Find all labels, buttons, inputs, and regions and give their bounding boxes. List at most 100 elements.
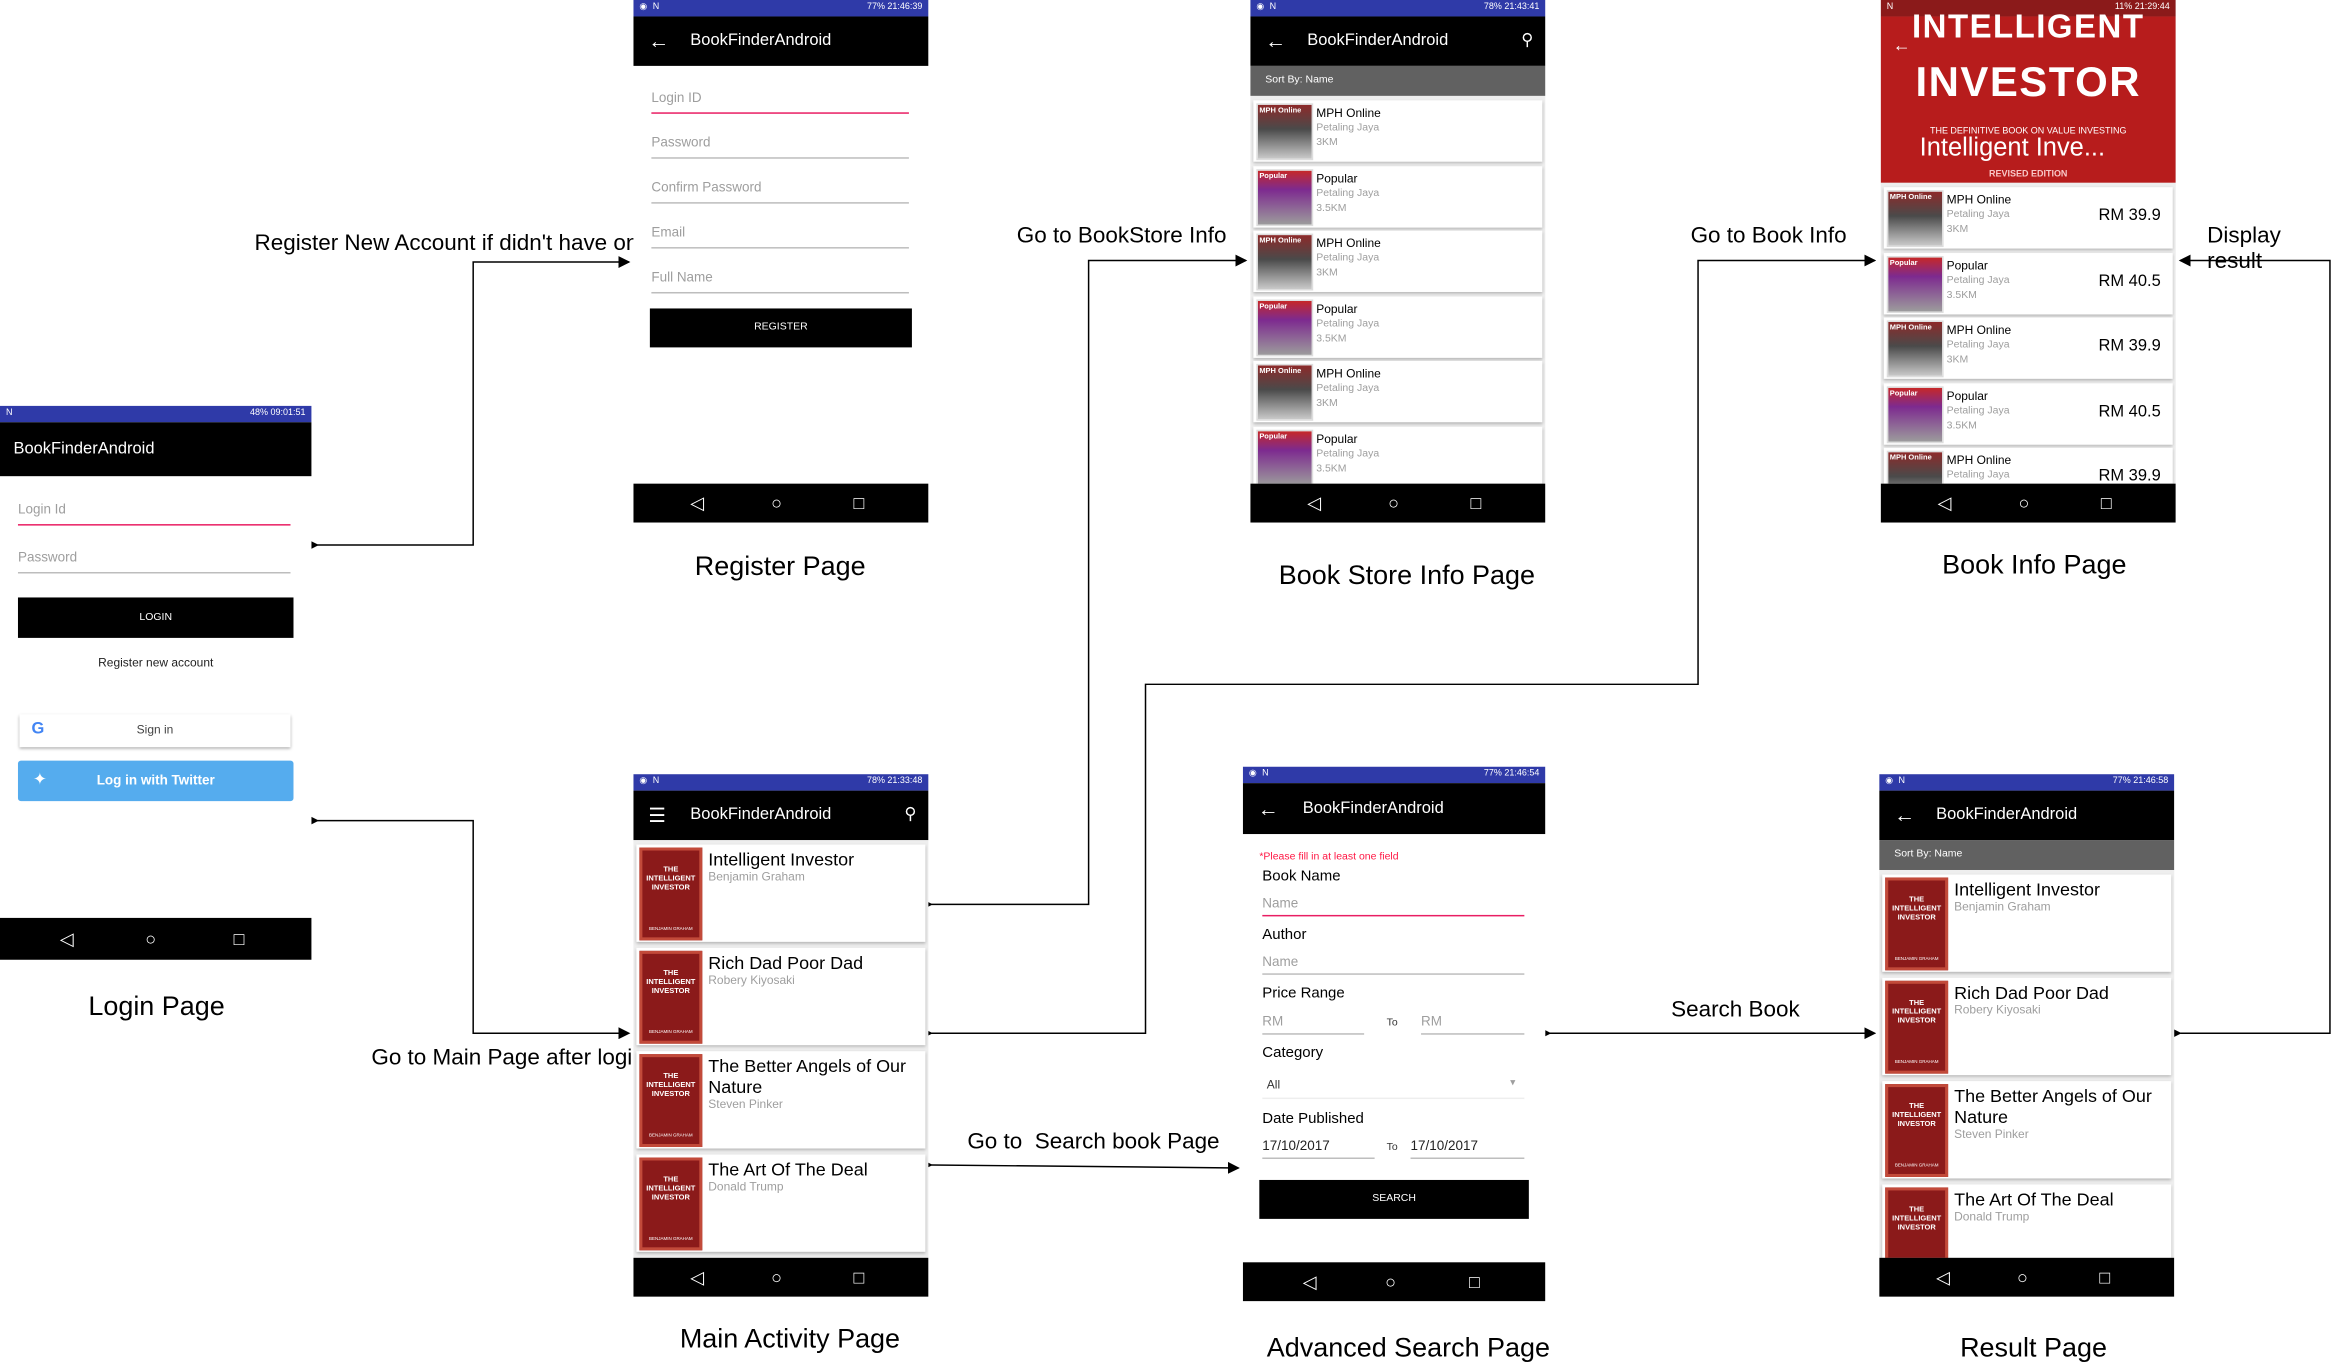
nav-recent-icon[interactable]: □ (853, 1266, 865, 1288)
twitter-login-button[interactable]: ✦ Log in with Twitter (17, 760, 294, 802)
nav-recent-icon[interactable]: □ (2099, 1266, 2111, 1288)
search-icon[interactable]: ⚲ (1521, 31, 1534, 50)
nav-home-icon[interactable]: ○ (2016, 1266, 2028, 1288)
label-search-book-flow: Search Book (1671, 997, 1800, 1023)
register-login-id-field[interactable]: Login ID (651, 90, 909, 114)
nav-recent-icon[interactable]: □ (2100, 492, 2112, 514)
nav-home-icon[interactable]: ○ (1385, 1271, 1396, 1293)
nav-back-icon[interactable]: ◁ (1936, 1266, 1950, 1288)
nav-home-icon[interactable]: ○ (771, 492, 783, 514)
store-name: Popular (1946, 389, 1988, 403)
nav-home-icon[interactable]: ○ (145, 928, 157, 950)
register-button[interactable]: REGISTER (649, 308, 912, 348)
bookstore-info-page-caption: Book Store Info Page (1278, 560, 1536, 590)
nav-back-icon[interactable]: ◁ (690, 1266, 705, 1288)
nav-recent-icon[interactable]: □ (1468, 1271, 1480, 1293)
store-name: MPH Online (1946, 454, 2012, 468)
main-activity-page-caption: Main Activity Page (679, 1323, 901, 1354)
author-label: Author (1262, 926, 1307, 944)
nav-recent-icon[interactable]: □ (853, 492, 865, 514)
book-author: Donald Trump (1954, 1209, 2030, 1224)
author-input[interactable]: Name (1262, 954, 1525, 975)
back-arrow-icon[interactable]: ← (1894, 802, 1916, 827)
price-range-label: Price Range (1262, 985, 1345, 1002)
register-email-field[interactable]: Email (651, 225, 909, 249)
nav-home-icon[interactable]: ○ (771, 1266, 783, 1288)
book-author: Donald Trump (708, 1179, 784, 1194)
nav-back-icon[interactable]: ◁ (1302, 1271, 1317, 1293)
back-arrow-icon[interactable]: ← (648, 28, 670, 53)
nav-back-icon[interactable]: ◁ (59, 928, 74, 950)
nav-home-icon[interactable]: ○ (1388, 492, 1399, 514)
date-from-input[interactable]: 17/10/2017 (1262, 1138, 1375, 1159)
store-location: Petaling Jaya (1316, 449, 1380, 460)
register-password-field[interactable]: Password (651, 135, 909, 159)
back-arrow-icon[interactable]: ← (1892, 34, 1911, 56)
google-sign-in-button[interactable]: G Sign in (19, 714, 291, 748)
sort-bar[interactable]: Sort By: Name (1879, 840, 2175, 870)
book-cover-author: BENJAMIN GRAHAM (1894, 1058, 1939, 1065)
store-location: Petaling Jaya (1316, 122, 1380, 134)
search-button[interactable]: SEARCH (1259, 1179, 1529, 1219)
category-dropdown[interactable]: All ▾ (1262, 1072, 1525, 1100)
banner-edition: REVISED EDITION (1989, 170, 2068, 180)
search-icon[interactable]: ⚲ (904, 805, 917, 824)
price-min-input[interactable]: RM (1262, 1014, 1365, 1035)
nav-back-icon[interactable]: ◁ (1307, 492, 1322, 514)
arrow-main-search (920, 1158, 1240, 1174)
twitter-login-label: Log in with Twitter (96, 772, 215, 788)
back-arrow-icon[interactable]: ← (1257, 796, 1279, 821)
register-full-name-field[interactable]: Full Name (651, 270, 909, 294)
store-location: Petaling Jaya (1946, 209, 2010, 221)
nav-back-icon[interactable]: ◁ (690, 492, 705, 514)
hamburger-menu-icon[interactable]: ☰ (648, 804, 666, 827)
price-max-input[interactable]: RM (1421, 1014, 1525, 1035)
register-confirm-password-field[interactable]: Confirm Password (651, 180, 909, 204)
app-bar: ← BookFinderAndroid (633, 16, 929, 66)
sort-bar[interactable]: Sort By: Name (1250, 65, 1546, 96)
nav-recent-icon[interactable]: □ (1470, 492, 1482, 514)
login-button[interactable]: LOGIN (17, 597, 294, 638)
book-cover-title: THE INTELLIGENT INVESTOR (646, 1175, 696, 1203)
password-field[interactable]: Password (17, 550, 291, 574)
book-name-input[interactable]: Name (1262, 895, 1525, 917)
nav-back-icon[interactable]: ◁ (1937, 492, 1952, 514)
book-price: RM 39.9 (2098, 206, 2161, 225)
login-id-field[interactable]: Login Id (17, 502, 291, 526)
arrow-main-bookinfo (920, 254, 1877, 1040)
nav-recent-icon[interactable]: □ (233, 928, 245, 950)
store-name: MPH Online (1316, 106, 1381, 120)
twitter-bird-icon: ✦ (32, 771, 47, 790)
date-to-input[interactable]: 17/10/2017 (1410, 1138, 1525, 1159)
register-new-account-link[interactable]: Register new account (98, 655, 214, 670)
store-location: Petaling Jaya (1946, 274, 2010, 286)
book-author: Benjamin Graham (708, 869, 805, 884)
book-author: Steven Pinker (1954, 1127, 2029, 1142)
nav-home-icon[interactable]: ○ (2018, 492, 2030, 514)
back-arrow-icon[interactable]: ← (1265, 28, 1287, 53)
